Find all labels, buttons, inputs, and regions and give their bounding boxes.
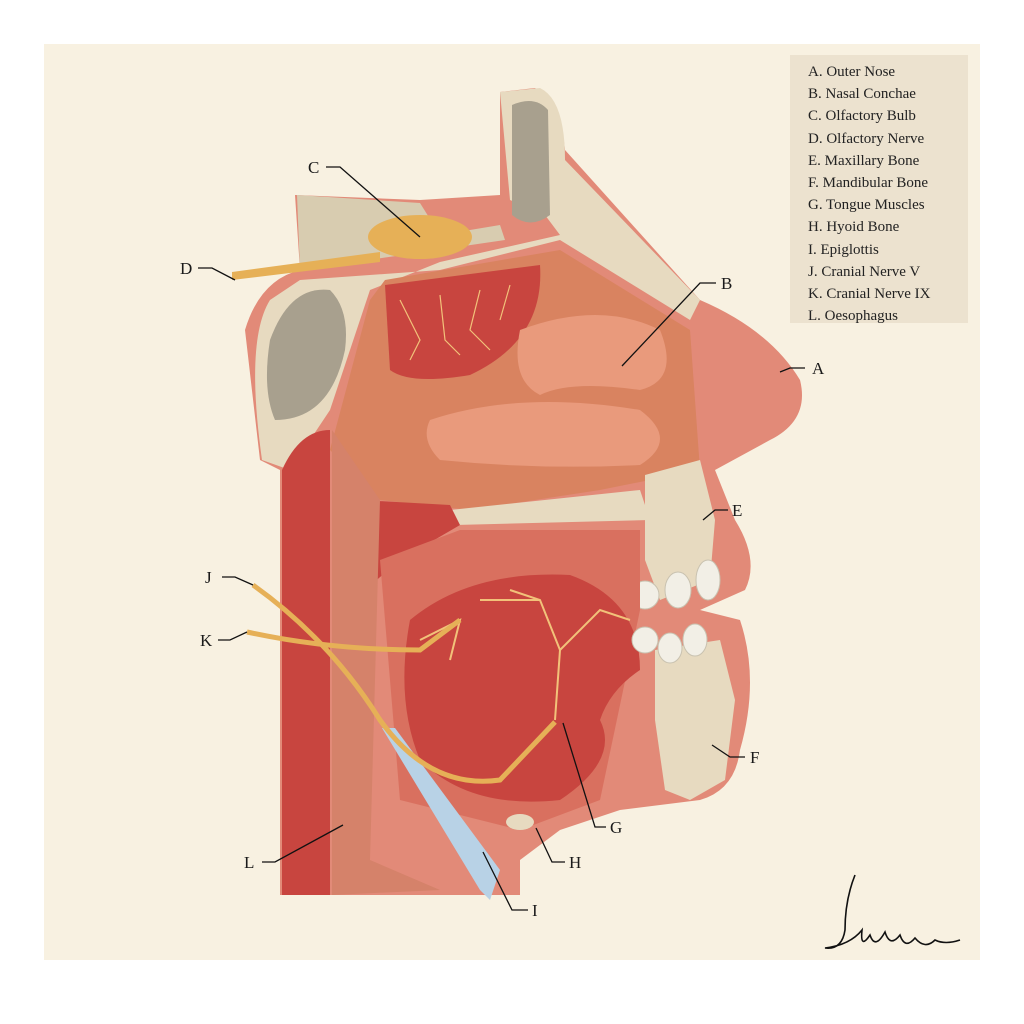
cranial-nerve-v — [251, 582, 557, 784]
pharynx — [332, 430, 440, 895]
label-h: H — [569, 853, 581, 872]
legend-item: C. Olfactory Bulb — [808, 108, 916, 125]
label-f: F — [750, 748, 759, 767]
label-b: B — [721, 274, 732, 293]
legend-item: A. Outer Nose — [808, 64, 896, 80]
label-d: D — [180, 259, 192, 278]
cranial-nerve-ix — [246, 618, 462, 653]
legend-item: B. Nasal Conchae — [808, 86, 916, 103]
lingual-nerve-branches — [419, 589, 631, 721]
legend: A. Outer Nose B. Nasal Conchae C. Olfact… — [790, 55, 968, 324]
tongue — [404, 574, 640, 802]
sinus-cavity-upper — [512, 101, 550, 223]
oesophagus-wall — [282, 430, 330, 895]
label-c: C — [308, 158, 319, 177]
olfactory-nerve — [232, 252, 380, 280]
label-l: L — [244, 853, 254, 872]
mandibular-bone — [655, 640, 735, 800]
legend-item: F. Mandibular Bone — [808, 175, 929, 192]
leader-lines — [198, 166, 805, 911]
artist-signature — [824, 874, 961, 949]
legend-item: H. Hyoid Bone — [808, 219, 900, 236]
olfactory-region — [385, 265, 541, 379]
legend-item: E. Maxillary Bone — [808, 152, 920, 169]
hard-palate — [450, 490, 650, 525]
legend-item: D. Olfactory Nerve — [808, 130, 925, 147]
hyoid-bone — [506, 814, 534, 830]
legend-item: L. Oesophagus — [808, 308, 898, 325]
legend-item: K. Cranial Nerve IX — [808, 286, 931, 303]
epiglottis — [382, 728, 500, 900]
olfactory-branches — [399, 284, 511, 361]
legend-item: I. Epiglottis — [808, 241, 879, 258]
label-j: J — [205, 568, 212, 587]
legend-item: J. Cranial Nerve V — [808, 263, 921, 280]
sinus-cavity-lower — [266, 289, 346, 420]
label-k: K — [200, 631, 213, 650]
nasal-concha-upper — [517, 315, 667, 395]
maxillary-bone — [645, 460, 715, 600]
legend-item: G. Tongue Muscles — [808, 197, 925, 214]
label-e: E — [732, 501, 742, 520]
label-i: I — [532, 901, 538, 920]
nasal-concha-lower — [426, 402, 660, 467]
label-g: G — [610, 818, 622, 837]
lower-teeth — [631, 623, 708, 664]
frontal-bone — [255, 88, 700, 470]
label-a: A — [812, 359, 825, 378]
